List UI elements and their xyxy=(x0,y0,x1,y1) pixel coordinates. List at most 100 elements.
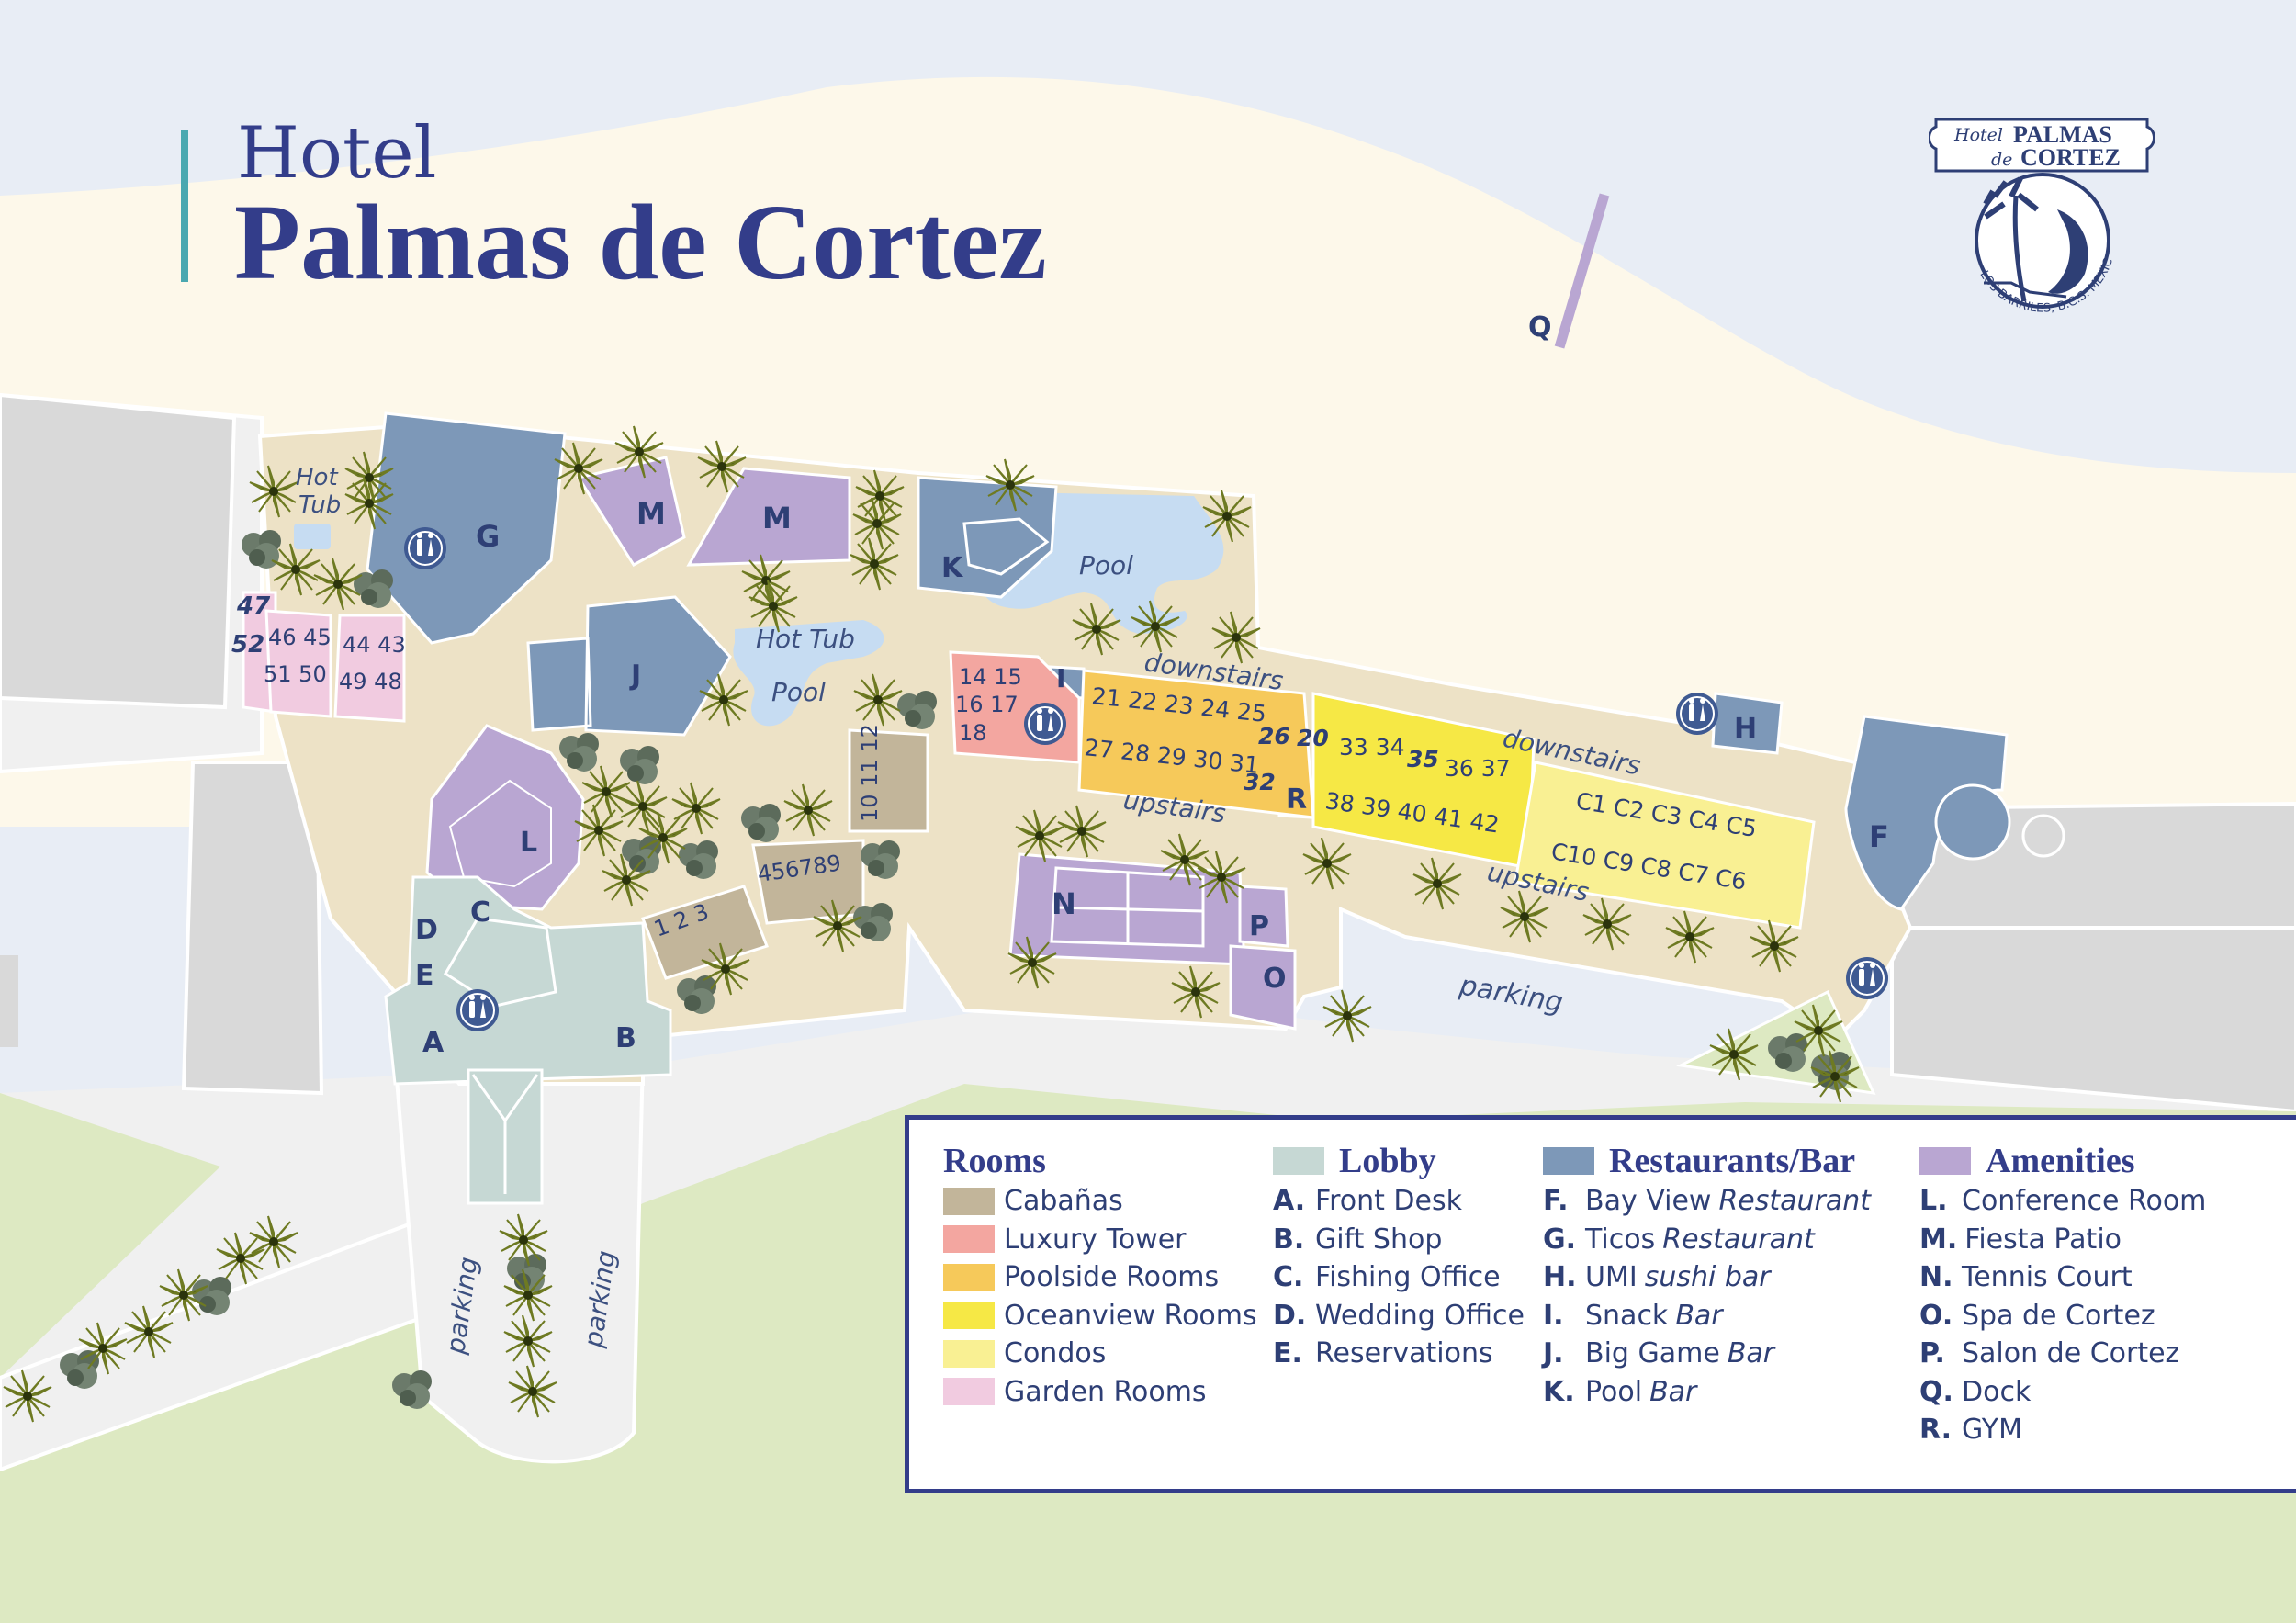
garden-rooms-east[interactable] xyxy=(333,614,406,723)
legend-garden-label: Garden Rooms xyxy=(1004,1375,1207,1408)
legend-item-cabanas: Cabañas xyxy=(943,1182,1257,1221)
building-p[interactable] xyxy=(1238,885,1289,948)
legend-key-n: N. xyxy=(1919,1261,1953,1294)
room-18: 18 xyxy=(959,720,987,746)
label-j: J xyxy=(629,659,641,692)
rooms-36-37: 36 37 xyxy=(1445,755,1511,782)
label-p: P xyxy=(1249,910,1269,942)
dock-q xyxy=(1554,193,1610,349)
label-m1: M xyxy=(636,496,666,531)
building-o[interactable] xyxy=(1229,944,1297,1031)
legend-cabanas-label: Cabañas xyxy=(1004,1185,1123,1218)
legend-item-e: E.Reservations xyxy=(1273,1335,1525,1373)
label-pool-main: Pool xyxy=(1079,550,1133,580)
legend-amenities-header: Amenities xyxy=(1919,1140,2206,1182)
cabanas-10-12[interactable] xyxy=(848,728,929,833)
legend-item-c: C.Fishing Office xyxy=(1273,1258,1525,1297)
legend-key-g: G. xyxy=(1543,1223,1577,1256)
label-hot-tub-bottom: Tub xyxy=(298,491,341,519)
logo-palm xyxy=(1983,176,2039,220)
legend-amenities-title: Amenities xyxy=(1986,1142,2135,1180)
logo-de: de xyxy=(1991,150,2012,170)
building-m1[interactable] xyxy=(576,456,686,567)
building-k-roof xyxy=(962,517,1050,576)
legend-text-a: Front Desk xyxy=(1315,1185,1462,1218)
building-g[interactable] xyxy=(366,411,567,645)
building-west-1 xyxy=(0,392,237,710)
hot-tub-1 xyxy=(294,524,331,549)
label-b: B xyxy=(615,1022,636,1054)
building-h[interactable] xyxy=(1711,692,1784,755)
condos[interactable] xyxy=(1514,761,1816,930)
room-26: 26 xyxy=(1258,723,1290,750)
legend-text-k: Pool xyxy=(1585,1375,1643,1408)
label-hot-tub-2: Hot Tub xyxy=(756,624,855,654)
label-g: G xyxy=(476,519,500,554)
legend-text-e: Reservations xyxy=(1315,1337,1493,1370)
swatch-poolside xyxy=(943,1263,995,1291)
building-west-3 xyxy=(0,955,18,1047)
legend-italic-j: Bar xyxy=(1727,1337,1775,1370)
room-32: 32 xyxy=(1244,769,1276,795)
building-l-roof xyxy=(448,779,552,888)
swatch-restaurants xyxy=(1543,1147,1594,1175)
legend-item-q: Q.Dock xyxy=(1919,1373,2206,1412)
legend-key-b: B. xyxy=(1273,1223,1305,1256)
legend-amenities: Amenities L.Conference Room M.Fiesta Pat… xyxy=(1919,1140,2206,1449)
legend-item-n: N.Tennis Court xyxy=(1919,1258,2206,1297)
legend-key-c: C. xyxy=(1273,1261,1304,1294)
legend-text-j: Big Game xyxy=(1585,1337,1720,1370)
building-l[interactable] xyxy=(425,724,585,911)
legend-key-i: I. xyxy=(1543,1299,1564,1332)
legend-text-d: Wedding Office xyxy=(1315,1299,1525,1332)
label-k: K xyxy=(941,552,964,584)
label-hot-tub-top: Hot xyxy=(296,464,338,491)
legend-item-luxury: Luxury Tower xyxy=(943,1221,1257,1259)
legend-rooms-title: Rooms xyxy=(943,1142,1046,1180)
building-f-deck xyxy=(2021,814,2065,858)
label-pool-2: Pool xyxy=(771,677,826,707)
rooms-33-34: 33 34 xyxy=(1339,734,1405,761)
legend-text-m: Fiesta Patio xyxy=(1964,1223,2122,1256)
restroom-icon-lobby xyxy=(456,988,500,1032)
legend-text-q: Dock xyxy=(1962,1375,2032,1408)
rooms-14-15: 14 15 xyxy=(959,664,1022,690)
label-h: H xyxy=(1734,713,1757,745)
legend-restaurants-header: Restaurants/Bar xyxy=(1543,1140,1871,1182)
legend-key-d: D. xyxy=(1273,1299,1307,1332)
title-hotel: Hotel xyxy=(237,112,437,195)
rooms-51-50: 51 50 xyxy=(264,661,327,687)
logo-name2: CORTEZ xyxy=(2020,144,2121,171)
restroom-icon-f xyxy=(1845,956,1889,1000)
rooms-16-17: 16 17 xyxy=(955,692,1019,717)
legend-item-r: R.GYM xyxy=(1919,1411,2206,1449)
building-lobby[interactable] xyxy=(384,875,672,1086)
lobby-roof xyxy=(443,917,557,1008)
tennis-line-2 xyxy=(1053,906,1204,913)
legend-luxury-label: Luxury Tower xyxy=(1004,1223,1187,1256)
restroom-icon-luxury xyxy=(1023,702,1067,746)
legend-text-b: Gift Shop xyxy=(1315,1223,1443,1256)
legend-key-o: O. xyxy=(1919,1299,1953,1332)
swatch-lobby xyxy=(1273,1147,1324,1175)
legend-item-p: P.Salon de Cortez xyxy=(1919,1335,2206,1373)
legend-rooms: Rooms Cabañas Luxury Tower Poolside Room… xyxy=(943,1140,1257,1411)
label-e: E xyxy=(415,960,434,992)
legend-key-p: P. xyxy=(1919,1337,1945,1370)
building-m2[interactable] xyxy=(686,467,851,567)
building-k[interactable] xyxy=(917,476,1058,599)
legend-poolside-label: Poolside Rooms xyxy=(1004,1261,1220,1294)
legend-key-m: M. xyxy=(1919,1223,1958,1256)
legend-italic-f: Restaurant xyxy=(1718,1185,1872,1218)
swatch-cabanas xyxy=(943,1187,995,1215)
entrance-roof xyxy=(471,1074,539,1194)
garden-rooms-west[interactable] xyxy=(264,609,332,718)
rooms-46-45: 46 45 xyxy=(268,625,332,650)
tennis-court xyxy=(1050,866,1205,948)
building-f-round xyxy=(1934,783,2011,861)
